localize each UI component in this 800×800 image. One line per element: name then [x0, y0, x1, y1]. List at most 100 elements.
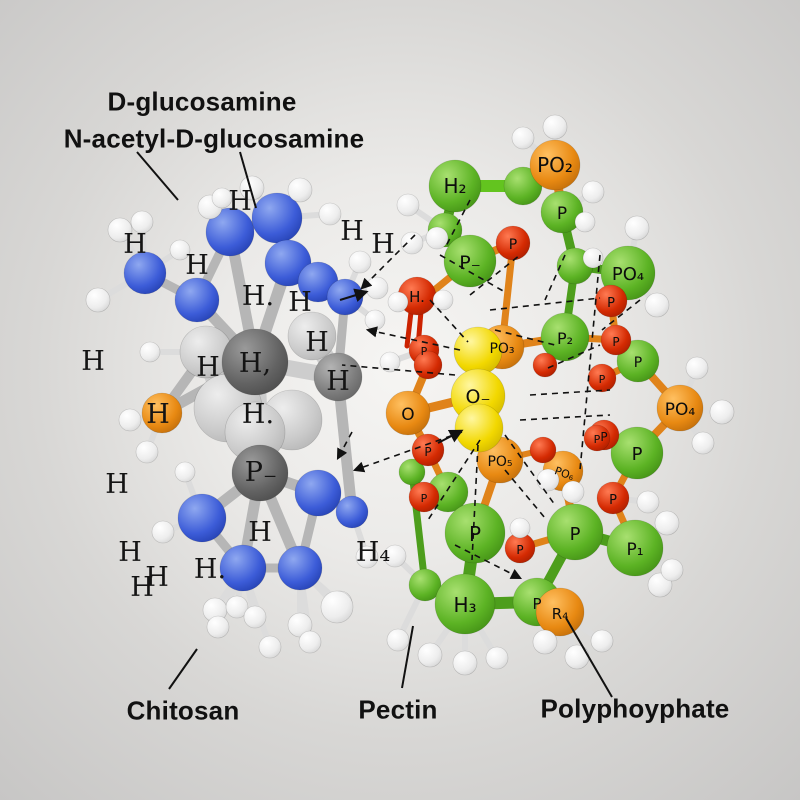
h-label: H	[146, 399, 170, 430]
h-label: H	[288, 287, 312, 318]
dashed-interaction	[471, 444, 479, 561]
atom-white	[206, 615, 230, 639]
label-polyphoyphate: Polyphoyphate	[540, 693, 730, 724]
atom-blue	[294, 469, 342, 517]
atom-label: PO₂	[537, 153, 573, 177]
h-label: H₄	[356, 537, 390, 568]
atom-white	[118, 408, 142, 432]
atom-label: P₋	[459, 252, 481, 274]
h-label: H	[123, 229, 147, 260]
atom-white	[425, 226, 449, 250]
atom-label: P	[557, 204, 567, 224]
atom-label: R₄	[552, 605, 568, 623]
atom-orange	[529, 139, 581, 191]
h-label: H	[196, 352, 220, 383]
atom-white	[386, 628, 410, 652]
h-label: H	[248, 517, 272, 548]
atom-white	[417, 642, 443, 668]
atom-red	[408, 481, 440, 513]
h-label: H	[145, 562, 169, 593]
label-n-acetyl-d-glucosamine: N-acetyl-D-glucosamine	[63, 123, 365, 154]
atom-white	[383, 544, 407, 568]
atom-white	[485, 646, 509, 670]
atom-label: PO₃	[489, 341, 514, 357]
atom-white	[691, 431, 715, 455]
atom-white	[174, 461, 196, 483]
atom-label: P	[594, 433, 601, 446]
dashed-interaction	[439, 254, 506, 293]
leader-line	[168, 648, 198, 690]
atom-label: P₂	[557, 329, 573, 348]
dashed-interactions-layer	[336, 199, 641, 580]
atom-label: H₂	[443, 174, 466, 198]
atom-white	[564, 644, 590, 670]
atom-red	[413, 350, 443, 380]
atom-pale	[287, 311, 337, 361]
arrow	[339, 288, 369, 302]
atom-white	[135, 440, 159, 464]
dashed-interaction	[444, 199, 471, 249]
dashed-interaction	[365, 326, 461, 351]
dashed-interaction	[336, 431, 353, 460]
atom-white	[225, 595, 249, 619]
leader-lines-layer	[136, 151, 613, 698]
atom-white	[542, 114, 568, 140]
atom-blue	[123, 251, 167, 295]
atom-red	[529, 436, 557, 464]
dashed-interaction	[454, 544, 522, 580]
dashed-interaction	[529, 389, 611, 396]
atom-label: O₋	[466, 386, 491, 408]
atom-white	[169, 239, 191, 261]
atom-carbon	[231, 444, 289, 502]
atom-white	[287, 177, 313, 203]
atom-carbon2	[313, 352, 363, 402]
atom-blue	[326, 278, 364, 316]
leader-line	[239, 151, 257, 209]
label-d-glucosamine: D-glucosamine	[107, 86, 297, 117]
atom-blue	[205, 207, 255, 257]
dashed-interaction	[429, 299, 469, 343]
label-pectin: Pectin	[358, 694, 438, 725]
atom-white	[364, 309, 386, 331]
atom-white	[590, 629, 614, 653]
dashed-interaction	[352, 431, 463, 473]
atom-blue	[177, 493, 227, 543]
atom-label: P	[609, 493, 617, 508]
atom-white	[660, 558, 684, 582]
atom-red	[600, 324, 632, 356]
atom-blue	[174, 277, 220, 323]
atom-white	[452, 650, 478, 676]
h-label: H	[228, 186, 252, 217]
atom-orange	[141, 392, 183, 434]
h-label: P₋	[245, 457, 277, 488]
atom-white	[574, 211, 596, 233]
atom-label: P	[632, 444, 643, 465]
atom-white	[298, 630, 322, 654]
atom-green	[434, 573, 496, 635]
atom-label: H.	[409, 288, 425, 306]
atom-white	[432, 289, 454, 311]
atom-label: P	[607, 296, 615, 311]
dashed-interaction	[579, 254, 601, 471]
atom-white	[365, 276, 389, 300]
atom-red	[583, 424, 611, 452]
dashed-interaction	[601, 299, 641, 331]
atom-white	[318, 202, 342, 226]
atom-label: PO₄	[612, 264, 644, 285]
atom-white	[239, 175, 265, 201]
leader-line	[136, 151, 179, 201]
h-label: H.	[242, 281, 274, 312]
atom-green	[443, 234, 497, 288]
atom-label: H₃	[453, 593, 476, 617]
dashed-interaction	[519, 414, 611, 421]
atom-blue	[219, 544, 267, 592]
dashed-interaction	[547, 344, 601, 369]
atom-white	[636, 490, 660, 514]
atom-label: P	[421, 492, 428, 505]
h-label: H	[305, 327, 329, 358]
atom-yellow	[454, 403, 504, 453]
atom-green	[606, 519, 664, 577]
